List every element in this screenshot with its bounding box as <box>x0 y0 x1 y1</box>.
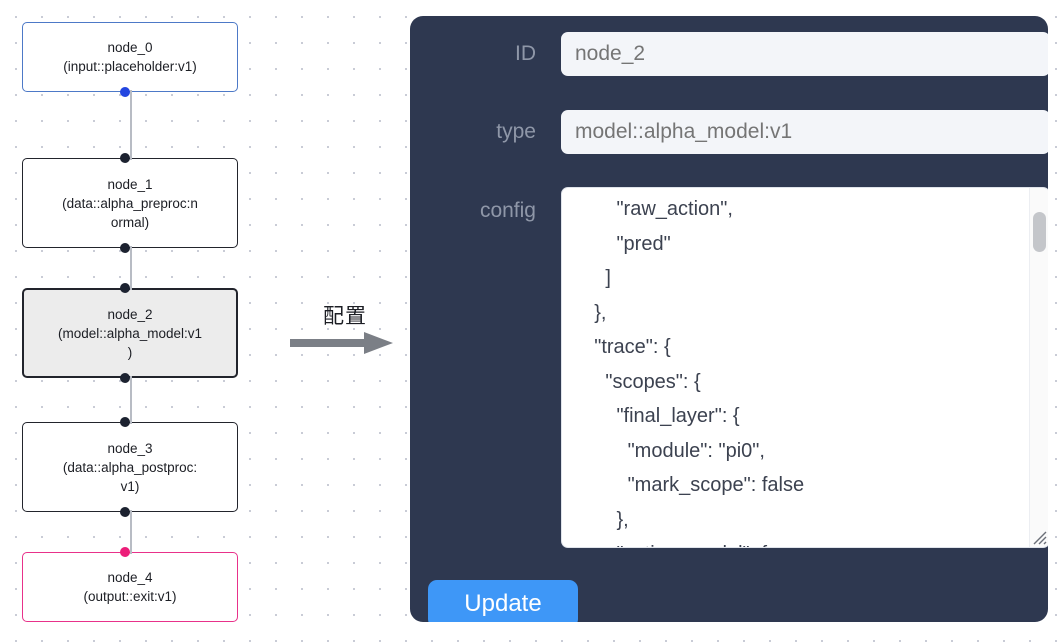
port-node_2-out[interactable] <box>120 373 130 383</box>
edge-node1-node2 <box>130 246 132 290</box>
port-node_3-in[interactable] <box>120 417 130 427</box>
resize-handle-icon[interactable] <box>1029 527 1048 546</box>
form-row-config: config "raw_action", "pred" ] }, "trace"… <box>430 187 1048 548</box>
node-subtitle: (output::exit:v1) <box>83 589 177 604</box>
port-node_3-out[interactable] <box>120 507 130 517</box>
node-title: node_1 <box>107 176 153 192</box>
form-row-id: ID <box>430 32 1048 76</box>
node-title: node_0 <box>107 40 153 55</box>
config-field-label: config <box>479 199 536 222</box>
port-node_1-in[interactable] <box>120 153 130 163</box>
form-row-type: type <box>430 110 1048 154</box>
config-scrollbar[interactable] <box>1029 188 1048 547</box>
port-node_0-out[interactable] <box>120 87 130 97</box>
node-title: node_4 <box>107 570 153 585</box>
port-node_4-in[interactable] <box>120 547 130 557</box>
graph-node-node_1[interactable]: node_1 (data::alpha_preproc:n ormal) <box>22 158 238 248</box>
node-subtitle: (data::alpha_preproc:n ormal) <box>62 195 198 230</box>
node-title: node_2 <box>107 306 153 322</box>
node-title: node_3 <box>107 440 153 456</box>
type-input[interactable] <box>561 110 1048 154</box>
graph-node-node_0[interactable]: node_0 (input::placeholder:v1) <box>22 22 238 92</box>
update-button[interactable]: Update <box>428 580 578 622</box>
port-node_1-out[interactable] <box>120 243 130 253</box>
graph-node-node_2[interactable]: node_2 (model::alpha_model:v1 ) <box>22 288 238 378</box>
type-field-label: type <box>496 120 536 143</box>
config-scrollbar-thumb[interactable] <box>1033 212 1046 252</box>
config-textarea[interactable]: "raw_action", "pred" ] }, "trace": { "sc… <box>561 187 1048 548</box>
id-field-label: ID <box>515 42 536 65</box>
config-panel: ID type config "raw_action", "pred" ] },… <box>410 16 1048 622</box>
config-textarea-wrapper: "raw_action", "pred" ] }, "trace": { "sc… <box>561 187 1048 548</box>
node-graph: node_0 (input::placeholder:v1) node_1 (d… <box>0 0 400 643</box>
node-subtitle: (data::alpha_postproc: v1) <box>62 459 198 494</box>
annotation-arrow-icon <box>290 330 394 356</box>
edge-node0-node1 <box>130 90 132 160</box>
id-input[interactable] <box>561 32 1048 76</box>
edge-node2-node3 <box>130 376 132 424</box>
graph-node-node_3[interactable]: node_3 (data::alpha_postproc: v1) <box>22 422 238 512</box>
node-subtitle: (input::placeholder:v1) <box>63 59 197 74</box>
annotation-label: 配置 <box>323 304 367 328</box>
node-subtitle: (model::alpha_model:v1 ) <box>57 325 203 360</box>
port-node_2-in[interactable] <box>120 283 130 293</box>
graph-node-node_4[interactable]: node_4 (output::exit:v1) <box>22 552 238 622</box>
edge-node3-node4 <box>130 510 132 554</box>
